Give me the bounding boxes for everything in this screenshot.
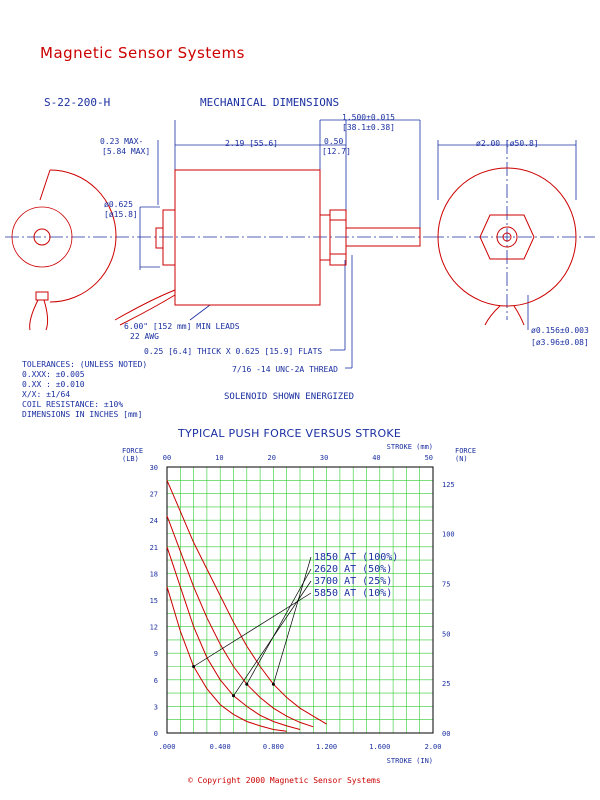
x-tick-label: 0.800 <box>263 743 284 751</box>
mechanical-drawing <box>5 119 595 369</box>
y-tick-label: 0 <box>154 730 158 738</box>
dim-stroke-in: 1.500±0.015 <box>342 113 395 122</box>
legend-leader-dot <box>232 694 235 698</box>
dim-max-mm: [5.84 MAX] <box>102 147 151 156</box>
dim-stroke-mm: [38.1±0.38] <box>342 123 395 132</box>
tolerance-3place: 0.XXX: ±0.005 <box>22 370 85 379</box>
y-tick-label: 3 <box>154 703 158 711</box>
tolerance-heading: TOLERANCES: (UNLESS NOTED) <box>22 360 148 369</box>
company-title: Magnetic Sensor Systems <box>40 44 245 62</box>
tolerance-coil: COIL RESISTANCE: ±10% <box>22 400 124 409</box>
y-right-tick-label: 25 <box>442 680 450 688</box>
x-top-tick-label: 30 <box>320 454 328 462</box>
y-tick-label: 9 <box>154 650 158 658</box>
tolerance-fraction: X/X: ±1/64 <box>22 390 71 399</box>
y-tick-label: 24 <box>150 517 158 525</box>
series-line <box>166 586 287 732</box>
y-tick-label: 18 <box>150 570 158 578</box>
legend-label: 3700 AT (25%) <box>314 576 392 587</box>
tolerance-2place: 0.XX : ±0.010 <box>22 380 85 389</box>
y-right-tick-label: 100 <box>442 531 455 539</box>
series-line <box>166 480 327 725</box>
y-right-tick-label: 75 <box>442 580 450 588</box>
y-right-tick-label: 125 <box>442 481 455 489</box>
dim-boss-in: ø0.625 <box>104 200 133 209</box>
legend-label: 2620 AT (50%) <box>314 564 392 575</box>
dim-max-in: 0.23 MAX- <box>100 137 144 146</box>
dim-plunger-in: ø0.156±0.003 <box>531 326 589 335</box>
y-axis-unit: (LB) <box>122 455 139 463</box>
y-right-tick-label: 50 <box>442 630 450 638</box>
x-tick-label: 1.600 <box>369 743 390 751</box>
legend-leader-dot <box>271 682 275 686</box>
thread-note: 7/16 -14 UNC-2A THREAD <box>232 365 338 374</box>
legend-leader <box>273 556 312 685</box>
dim-boss-mm: [ø15.8] <box>104 210 138 219</box>
x-top-tick-label: 20 <box>268 454 276 462</box>
y-tick-label: 15 <box>150 597 158 605</box>
x-tick-label: .000 <box>159 743 176 751</box>
legend-label: 5850 AT (10%) <box>314 588 392 599</box>
y-right-axis-label: FORCE <box>455 447 476 455</box>
legend-leader <box>193 592 312 667</box>
legend-leader <box>246 568 312 685</box>
y-tick-label: 30 <box>150 464 158 472</box>
x-top-tick-label: 40 <box>372 454 380 462</box>
leads-gauge: 22 AWG <box>130 332 159 341</box>
y-tick-label: 21 <box>150 544 158 552</box>
chart-title: TYPICAL PUSH FORCE VERSUS STROKE <box>178 427 402 440</box>
x-tick-label: 2.00 <box>425 743 442 751</box>
y-right-tick-label: 00 <box>442 730 450 738</box>
section-title: MECHANICAL DIMENSIONS <box>200 96 340 109</box>
dim-nut-mm: [12.7] <box>322 147 351 156</box>
dim-plunger-mm: [ø3.96±0.08] <box>531 338 589 347</box>
legend-label: 1850 AT (100%) <box>314 552 398 563</box>
plot-frame <box>166 466 434 734</box>
energized-note: SOLENOID SHOWN ENERGIZED <box>224 392 355 402</box>
legend-leader-dot <box>192 665 196 668</box>
x-tick-label: 1.200 <box>316 743 337 751</box>
y-tick-label: 12 <box>150 624 158 632</box>
flats-note: 0.25 [6.4] THICK X 0.625 [15.9] FLATS <box>144 347 323 356</box>
x-top-tick-label: 50 <box>425 454 433 462</box>
legend-leader <box>233 580 312 696</box>
copyright: © Copyright 2000 Magnetic Sensor Systems <box>188 776 381 785</box>
y-right-axis-unit: (N) <box>455 455 468 463</box>
series-line <box>166 515 314 728</box>
x-top-axis-label: STROKE (mm) <box>387 443 433 451</box>
tolerance-units: DIMENSIONS IN INCHES [mm] <box>22 410 143 419</box>
y-tick-label: 27 <box>150 491 158 499</box>
leads-note: 6.00" [152 mm] MIN LEADS <box>124 322 240 331</box>
x-top-tick-label: 10 <box>215 454 223 462</box>
part-number: S-22-200-H <box>44 96 111 109</box>
y-axis-label: FORCE <box>122 447 143 455</box>
legend-leader-dot <box>245 682 249 686</box>
dim-length: 2.19 [55.6] <box>225 139 278 148</box>
dim-diameter: ø2.00 [ø50.8] <box>476 139 539 148</box>
y-tick-label: 6 <box>154 677 158 685</box>
dim-nut-in: 0.50 <box>324 137 344 146</box>
x-top-tick-label: 00 <box>163 454 171 462</box>
x-axis-label: STROKE (IN) <box>387 757 433 765</box>
x-tick-label: 0.400 <box>210 743 231 751</box>
